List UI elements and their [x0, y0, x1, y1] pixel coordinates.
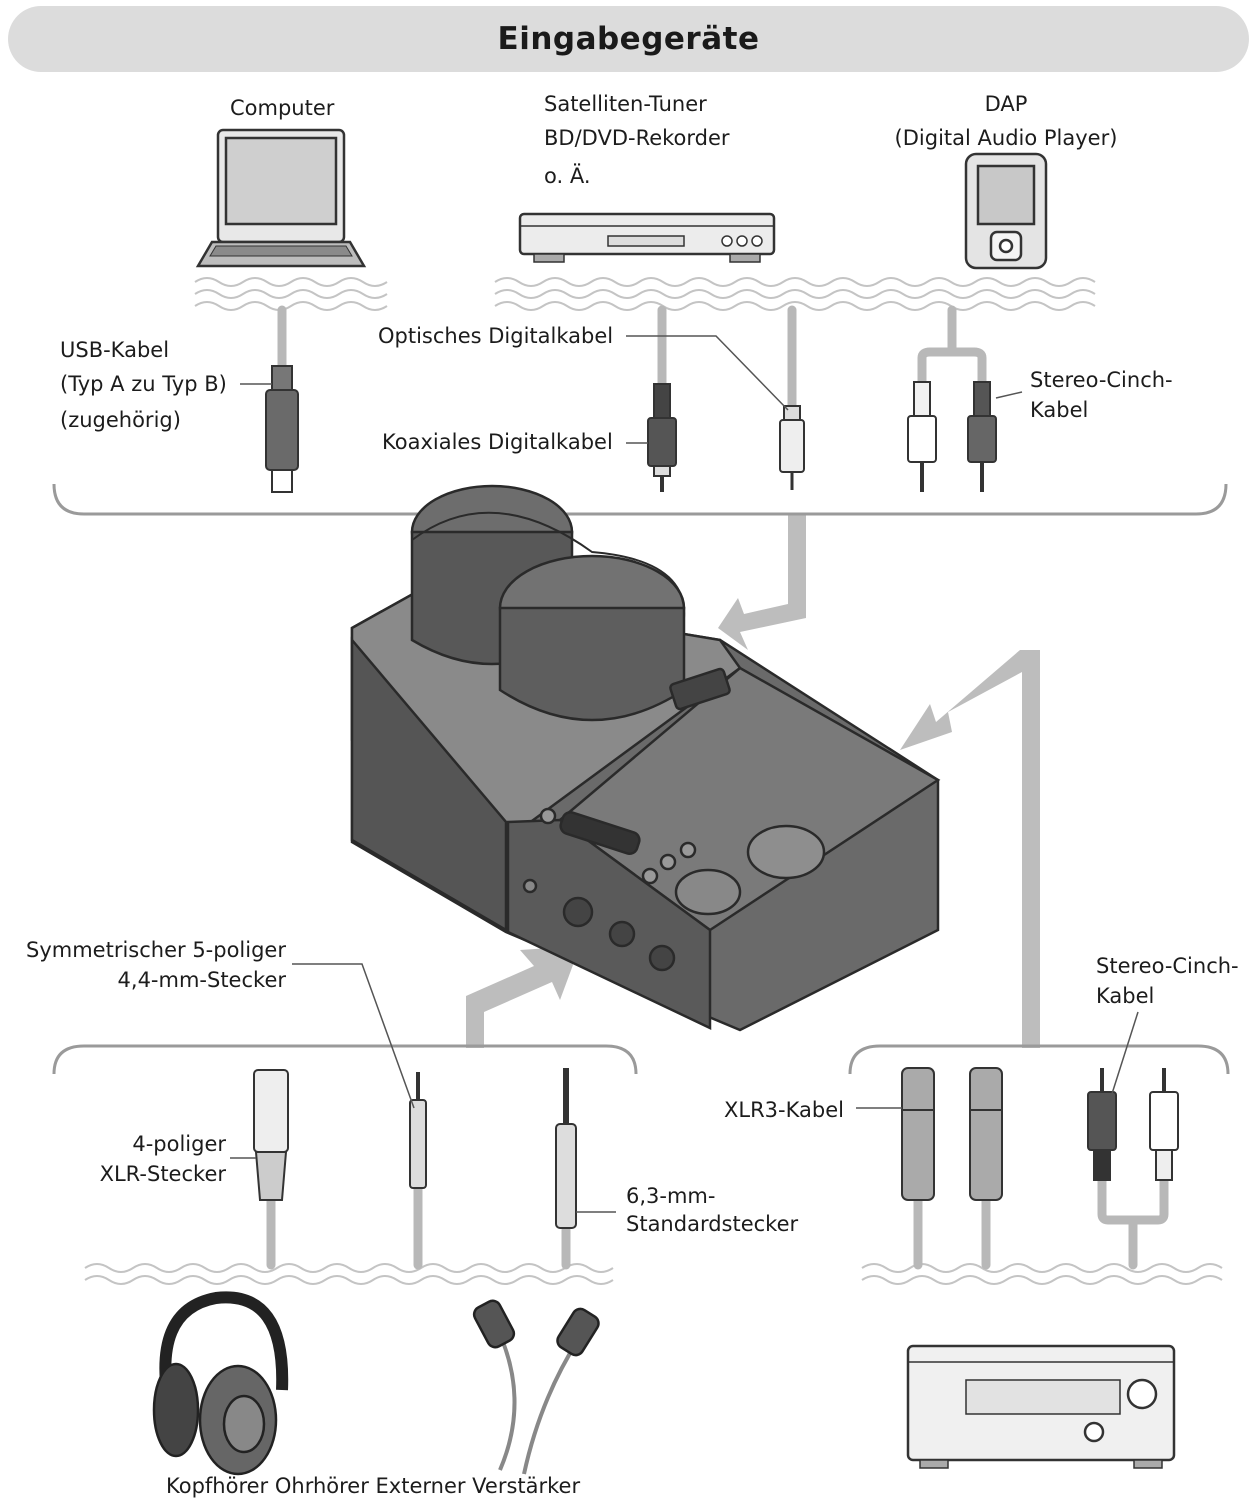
external-amplifier-icon — [906, 1344, 1176, 1469]
computer-label: Computer — [230, 96, 335, 120]
line-out-bracket — [848, 1044, 1230, 1075]
usb-cable-label-line-2: (Typ A zu Typ B) — [60, 372, 227, 396]
input-cinch-label-line-1: Stereo-Cinch- — [1030, 368, 1173, 392]
phone-plug-6-3mm-icon — [555, 1068, 577, 1229]
wavy-breaks — [84, 277, 1223, 1285]
usb-plug-icon — [265, 365, 299, 493]
xlr3-plug-2-icon — [969, 1067, 1003, 1201]
xlr4-label-line-1: 4-poliger — [132, 1132, 226, 1156]
tuner-label-line-3: o. Ä. — [544, 164, 591, 188]
xlr-4pin-plug-icon — [253, 1069, 289, 1201]
output-cinch-label-line-1: Stereo-Cinch- — [1096, 954, 1239, 978]
footer-caption: Kopfhörer Ohrhörer Externer Verstärker — [166, 1474, 581, 1498]
balanced-4-4mm-plug-icon — [409, 1072, 427, 1189]
xlr4-label-line-2: XLR-Stecker — [99, 1162, 226, 1186]
balanced-plug-label-line-2: 4,4-mm-Stecker — [117, 968, 286, 992]
xlr3-cable-label: XLR3-Kabel — [724, 1098, 844, 1122]
balanced-plug-label-line-1: Symmetrischer 5-poliger — [26, 938, 286, 962]
coaxial-cable-label: Koaxiales Digitalkabel — [382, 430, 613, 454]
earphones-icon — [472, 1299, 600, 1475]
rca-output-plug-red-icon — [1087, 1068, 1117, 1181]
optical-plug-icon — [779, 405, 805, 490]
dap-label-line-2: (Digital Audio Player) — [894, 126, 1118, 150]
usb-cable-label-line-1: USB-Kabel — [60, 338, 170, 362]
input-arrow — [718, 515, 806, 650]
coaxial-plug-icon — [647, 383, 677, 492]
laptop-icon — [195, 128, 367, 268]
tuner-label-line-1: Satelliten-Tuner — [544, 92, 707, 116]
headphone-amplifier-icon — [350, 484, 941, 1032]
cable-wires — [266, 305, 1169, 1270]
rca-output-plug-white-icon — [1149, 1068, 1179, 1181]
headphone-bracket — [52, 1044, 638, 1075]
phone-plug-label-line-2: Standardstecker — [626, 1212, 799, 1236]
xlr3-plug-1-icon — [901, 1067, 935, 1201]
output-cinch-label-line-2: Kabel — [1096, 984, 1155, 1008]
page-title: Eingabegeräte — [497, 21, 760, 57]
optical-cable-label: Optisches Digitalkabel — [378, 324, 614, 348]
leader-lines — [230, 335, 1139, 1213]
rca-plug-white-icon — [907, 381, 937, 492]
input-bracket — [52, 483, 1228, 516]
dap-icon — [964, 152, 1048, 270]
brackets — [52, 483, 1230, 1075]
headphone-output-arrow — [466, 946, 580, 1048]
line-output-arrow — [900, 650, 1040, 1048]
flow-arrows — [466, 515, 1040, 1048]
title-bar: Eingabegeräte — [8, 6, 1249, 72]
headphones-icon — [152, 1291, 289, 1476]
disc-player-icon — [518, 212, 776, 263]
phone-plug-label-line-1: 6,3-mm- — [626, 1184, 716, 1208]
usb-cable-label-line-3: (zugehörig) — [60, 408, 181, 432]
tuner-label-line-2: BD/DVD-Rekorder — [544, 126, 730, 150]
rca-plug-red-icon — [967, 381, 997, 492]
input-cinch-label-line-2: Kabel — [1030, 398, 1089, 422]
dap-label-line-1: DAP — [984, 92, 1028, 116]
